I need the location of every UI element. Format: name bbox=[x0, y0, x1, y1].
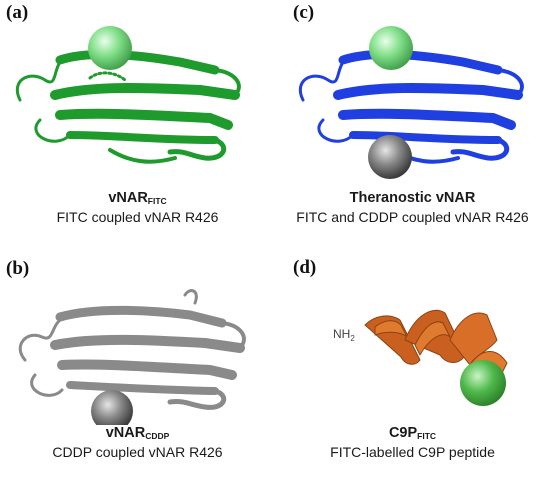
title-main: vNAR bbox=[108, 190, 148, 206]
fitc-sphere bbox=[88, 26, 132, 70]
protein-ribbon-blue bbox=[299, 26, 524, 179]
panel-a: (a) vNARFITC FITC coupled vNAR R426 bbox=[0, 0, 275, 244]
panel-c: (c) Theranos bbox=[275, 0, 550, 244]
cddp-sphere bbox=[368, 135, 412, 179]
fitc-sphere bbox=[460, 360, 506, 406]
caption-title: vNARCDDP bbox=[0, 425, 275, 441]
title-main: C9P bbox=[388, 425, 418, 441]
caption-b: vNARCDDP CDDP coupled vNAR R426 bbox=[0, 425, 275, 460]
title-main: Theranostic vNAR bbox=[349, 190, 476, 206]
panel-letter: (a) bbox=[6, 2, 29, 23]
nh2-label: NH2 bbox=[333, 327, 355, 343]
panel-letter: (b) bbox=[6, 258, 30, 279]
title-main: vNAR bbox=[105, 425, 146, 441]
title-subscript: FITC bbox=[147, 196, 167, 206]
caption-subtitle: FITC and CDDP coupled vNAR R426 bbox=[296, 209, 529, 225]
caption-title: C9PFITC bbox=[275, 425, 550, 441]
caption-subtitle: FITC-labelled C9P peptide bbox=[330, 444, 495, 460]
fitc-sphere bbox=[369, 26, 413, 70]
caption-title: Theranostic vNAR bbox=[275, 190, 550, 206]
panel-d: (d) NH2 C9PFITC FITC-labelled C9P peptid… bbox=[275, 245, 550, 489]
title-subscript: CDDP bbox=[145, 431, 170, 441]
panel-letter: (c) bbox=[293, 2, 315, 23]
caption-subtitle: FITC coupled vNAR R426 bbox=[56, 209, 219, 225]
caption-a: vNARFITC FITC coupled vNAR R426 bbox=[0, 190, 275, 225]
protein-ribbon-green bbox=[16, 26, 241, 164]
caption-subtitle: CDDP coupled vNAR R426 bbox=[52, 444, 223, 460]
title-subscript: FITC bbox=[417, 431, 437, 441]
caption-title: vNARFITC bbox=[0, 190, 275, 206]
caption-c: Theranostic vNAR FITC and CDDP coupled v… bbox=[275, 190, 550, 225]
protein-ribbon-grey bbox=[18, 289, 246, 425]
peptide-helix: NH2 bbox=[333, 309, 508, 406]
panel-b: (b) vNARCDDP CDDP coupled vNAR R426 bbox=[0, 245, 275, 489]
cddp-sphere bbox=[91, 390, 133, 425]
panel-letter: (d) bbox=[293, 257, 317, 278]
caption-d: C9PFITC FITC-labelled C9P peptide bbox=[275, 425, 550, 460]
